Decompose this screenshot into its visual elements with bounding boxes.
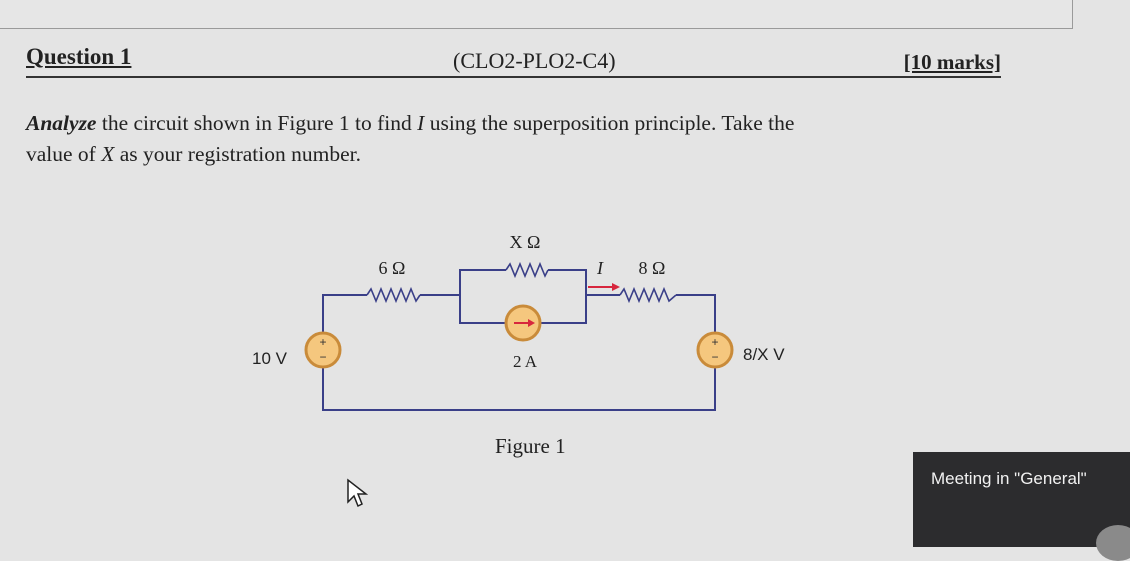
label-current-i: I <box>596 258 604 278</box>
current-variable: I <box>417 111 425 135</box>
wire-left <box>322 367 716 411</box>
question-code: (CLO2-PLO2-C4) <box>453 48 616 73</box>
circuit-diagram: + − + − X Ω 6 Ω I 8 Ω 10 V 2 A 8/X V <box>252 232 785 411</box>
mouse-cursor-icon <box>347 478 368 508</box>
current-source-2a <box>504 304 542 342</box>
question-text-part: value of <box>26 142 102 166</box>
label-10v: 10 V <box>252 349 288 368</box>
question-text-part: using the superposition principle. Take … <box>424 111 795 135</box>
question-text-part: as your registration number. <box>114 142 361 166</box>
current-arrow <box>588 283 620 291</box>
wire-parallel-bottom <box>459 295 506 324</box>
question-verb: Analyze <box>26 111 97 135</box>
resistor-8-ohm <box>619 286 677 304</box>
voltage-source-8xv: + − <box>696 331 734 369</box>
wire-top-left <box>322 294 367 332</box>
wire-parallel-top <box>459 269 506 295</box>
label-6-ohm: 6 Ω <box>379 258 406 278</box>
top-panel-edge <box>0 0 1073 29</box>
svg-text:+: + <box>711 335 718 349</box>
resistor-x-ohm <box>505 261 549 279</box>
question-text-part: the circuit shown in Figure 1 to find <box>96 111 418 135</box>
question-text: Analyze the circuit shown in Figure 1 to… <box>26 108 986 170</box>
label-2a: 2 A <box>513 352 538 371</box>
question-header: Question 1 (CLO2-PLO2-C4) [10 marks] <box>26 44 1001 78</box>
svg-text:+: + <box>319 335 326 349</box>
wire-parallel-bottom-right <box>540 295 587 324</box>
label-x-ohm: X Ω <box>510 232 541 252</box>
svg-text:−: − <box>319 350 326 364</box>
svg-text:−: − <box>711 350 718 364</box>
voltage-source-10v: + − <box>304 331 342 369</box>
meeting-label: Meeting in "General" <box>931 469 1087 488</box>
wire-parallel-top-right <box>548 269 587 295</box>
question-marks: [10 marks] <box>903 50 1001 74</box>
label-8xv: 8/X V <box>743 345 785 364</box>
resistor-6-ohm <box>366 286 421 304</box>
figure-caption: Figure 1 <box>495 434 566 458</box>
wire-right <box>676 294 716 332</box>
question-title: Question 1 <box>26 44 132 69</box>
avatar <box>1096 525 1130 561</box>
label-8-ohm: 8 Ω <box>639 258 666 278</box>
meeting-notification[interactable]: Meeting in "General" <box>913 452 1130 561</box>
x-variable: X <box>101 142 115 166</box>
